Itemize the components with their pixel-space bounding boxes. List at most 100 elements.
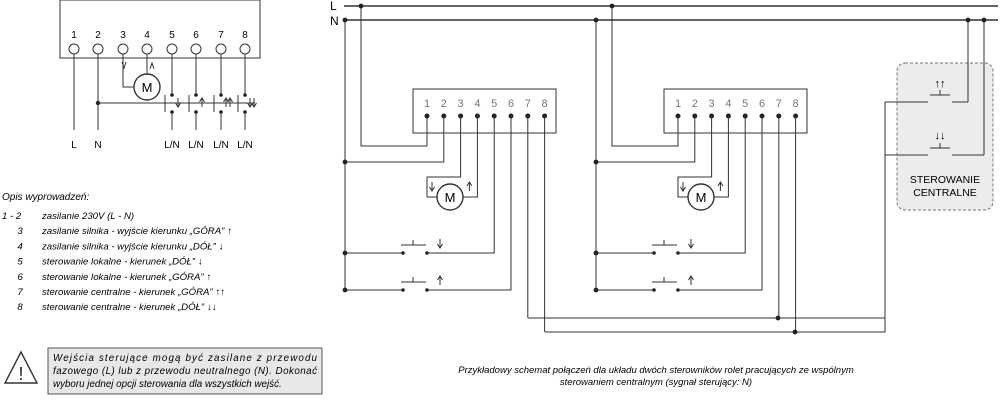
ctrl1-motor-wire-4 bbox=[463, 116, 478, 198]
central-junction-1 bbox=[965, 17, 971, 23]
legend-text-0: zasilanie 230V (L - N) bbox=[41, 211, 134, 222]
ctrl2-L-feed bbox=[611, 6, 679, 147]
ctrl1-pin-label-3: 3 bbox=[458, 98, 464, 110]
central-up-line bbox=[528, 102, 886, 319]
ctrl2-pin-label-7: 7 bbox=[776, 98, 782, 110]
legend-arrows-6: ↓↓ bbox=[207, 302, 217, 313]
legend-text-4: sterowanie lokalne - kierunek „GÓRA”↑ bbox=[42, 272, 211, 283]
central-control: STEROWANIE CENTRALNE ↑↑ ↓↓ bbox=[528, 17, 994, 319]
legend-desc-5: sterowanie centralne - kierunek „GÓRA” bbox=[42, 287, 213, 298]
central-label-1: STEROWANIE bbox=[910, 174, 980, 186]
ctrl1-pin-label-6: 6 bbox=[508, 98, 514, 110]
legend-arrows-1: ↑ bbox=[227, 226, 232, 237]
ctrl2-sw-out-1 bbox=[678, 116, 746, 254]
legend-arrows-5: ↑↑ bbox=[216, 287, 226, 298]
ctrl2-N-to-pin2 bbox=[596, 116, 696, 163]
left-bottom-label-3: L/N bbox=[188, 140, 204, 151]
ctrl2-motor-wire-4 bbox=[714, 116, 729, 198]
ctrl2-sw-arrow-1 bbox=[688, 239, 694, 249]
ctrl1-N-junction bbox=[342, 17, 348, 23]
ctrl2-motor-wire-3 bbox=[677, 116, 713, 198]
ctrl2-sw-out-2 bbox=[678, 116, 763, 291]
ctrl1-sw-out-2 bbox=[427, 116, 512, 291]
left-sw-arrow-7b bbox=[227, 97, 233, 107]
legend-pin-6: 8 bbox=[17, 302, 23, 313]
left-sw-dot-a-8 bbox=[243, 93, 247, 97]
ctrl2-sw-arrow-2 bbox=[688, 275, 694, 285]
left-sw-arrow-8a bbox=[247, 98, 253, 108]
legend-pin-3: 5 bbox=[17, 257, 23, 268]
ctrl2-sw-lever-2 bbox=[652, 277, 677, 283]
left-pin-label-3: 3 bbox=[120, 30, 126, 41]
ctrl2-box bbox=[663, 88, 808, 134]
central-down-arrows: ↓↓ bbox=[935, 130, 946, 142]
caption-line-2: sterowaniem centralnym (sygnał sterujący… bbox=[560, 377, 752, 388]
central-down-bus bbox=[545, 155, 886, 333]
legend-text-1: zasilanie silnika - wyjście kierunku „GÓ… bbox=[41, 226, 232, 237]
ctrl1-sw-lever-2 bbox=[401, 277, 426, 283]
ctrl1-pin-label-1: 1 bbox=[424, 98, 430, 110]
left-pin-label-6: 6 bbox=[193, 30, 199, 41]
ctrl1-sw-dot-a-1 bbox=[401, 251, 405, 255]
left-sw-dot-b-8 bbox=[243, 110, 247, 114]
ctrl1-sw-lever-1 bbox=[401, 240, 426, 246]
ctrl2-motor-arrow-up bbox=[717, 181, 724, 191]
left-pin-label-4: 4 bbox=[144, 30, 150, 41]
central-control-box bbox=[896, 62, 994, 211]
ctrl1-N-junction-2 bbox=[342, 159, 348, 165]
ctrl1-sw-out-1 bbox=[427, 116, 495, 254]
left-switch-group bbox=[162, 54, 257, 130]
ctrl1-pin-label-7: 7 bbox=[525, 98, 531, 110]
left-sw-dot-b-5 bbox=[170, 110, 174, 114]
left-sw-arrow-7a bbox=[223, 97, 229, 107]
warning-line-3: wyboru jednej opcji sterowania dla wszys… bbox=[53, 379, 282, 390]
legend-arrows-2: ↓ bbox=[219, 241, 224, 252]
left-bottom-label-5: L/N bbox=[237, 140, 253, 151]
left-bottom-label-2: L/N bbox=[164, 140, 180, 151]
central-junction-4 bbox=[792, 329, 798, 335]
left-wire-3 bbox=[122, 54, 134, 88]
left-pin-terminal-5 bbox=[166, 43, 178, 55]
ctrl1-pin-label-5: 5 bbox=[491, 98, 497, 110]
ctrl1-motor-label: M bbox=[445, 190, 456, 205]
legend-title: Opis wyprowadzeń: bbox=[2, 192, 89, 203]
ctrl2-sw-junction-2 bbox=[593, 287, 599, 293]
central-label-2: CENTRALNE bbox=[913, 187, 977, 199]
ctrl1-pin-label-4: 4 bbox=[474, 98, 480, 110]
ctrl2-pin-label-2: 2 bbox=[692, 98, 698, 110]
ctrl1-pin-label-8: 8 bbox=[542, 98, 548, 110]
ctrl1-box bbox=[412, 88, 557, 134]
left-sw-dot-a-5 bbox=[170, 93, 174, 97]
legend-text-5: sterowanie centralne - kierunek „GÓRA”↑↑ bbox=[42, 287, 225, 298]
legend-pin-4: 6 bbox=[17, 272, 23, 283]
legend-desc-2: zasilanie silnika - wyjście kierunku „DÓ… bbox=[41, 241, 217, 252]
ctrl1-N-to-pin2 bbox=[345, 116, 445, 163]
ctrl2-sw-dot-a-2 bbox=[652, 288, 656, 292]
ctrl2-pin-label-3: 3 bbox=[709, 98, 715, 110]
ctrl2-sw-dot-a-1 bbox=[652, 251, 656, 255]
left-bottom-label-4: L/N bbox=[213, 140, 229, 151]
ctrl2-N-junction bbox=[593, 17, 599, 23]
left-pin-terminal-4 bbox=[141, 43, 153, 55]
ctrl1-L-feed bbox=[360, 6, 428, 147]
legend-pin-1: 3 bbox=[17, 226, 23, 237]
central-down-switch-lever bbox=[930, 143, 950, 149]
left-pin-label-8: 8 bbox=[242, 30, 248, 41]
ctrl2-motor-label: M bbox=[696, 190, 707, 205]
left-pin-terminal-8 bbox=[239, 43, 251, 55]
left-sw-dot-b-6 bbox=[194, 110, 198, 114]
legend-text-2: zasilanie silnika - wyjście kierunku „DÓ… bbox=[41, 241, 224, 252]
ctrl1-sw-arrow-2 bbox=[437, 275, 443, 285]
ctrl2-L-junction bbox=[609, 3, 615, 9]
legend-text-6: sterowanie centralne - kierunek „DÓŁ”↓↓ bbox=[42, 302, 217, 313]
ctrl1-L-junction bbox=[358, 3, 364, 9]
left-pin-terminal-3 bbox=[117, 43, 129, 55]
ctrl2-pin-label-8: 8 bbox=[793, 98, 799, 110]
bus-L-label: L bbox=[330, 0, 337, 13]
